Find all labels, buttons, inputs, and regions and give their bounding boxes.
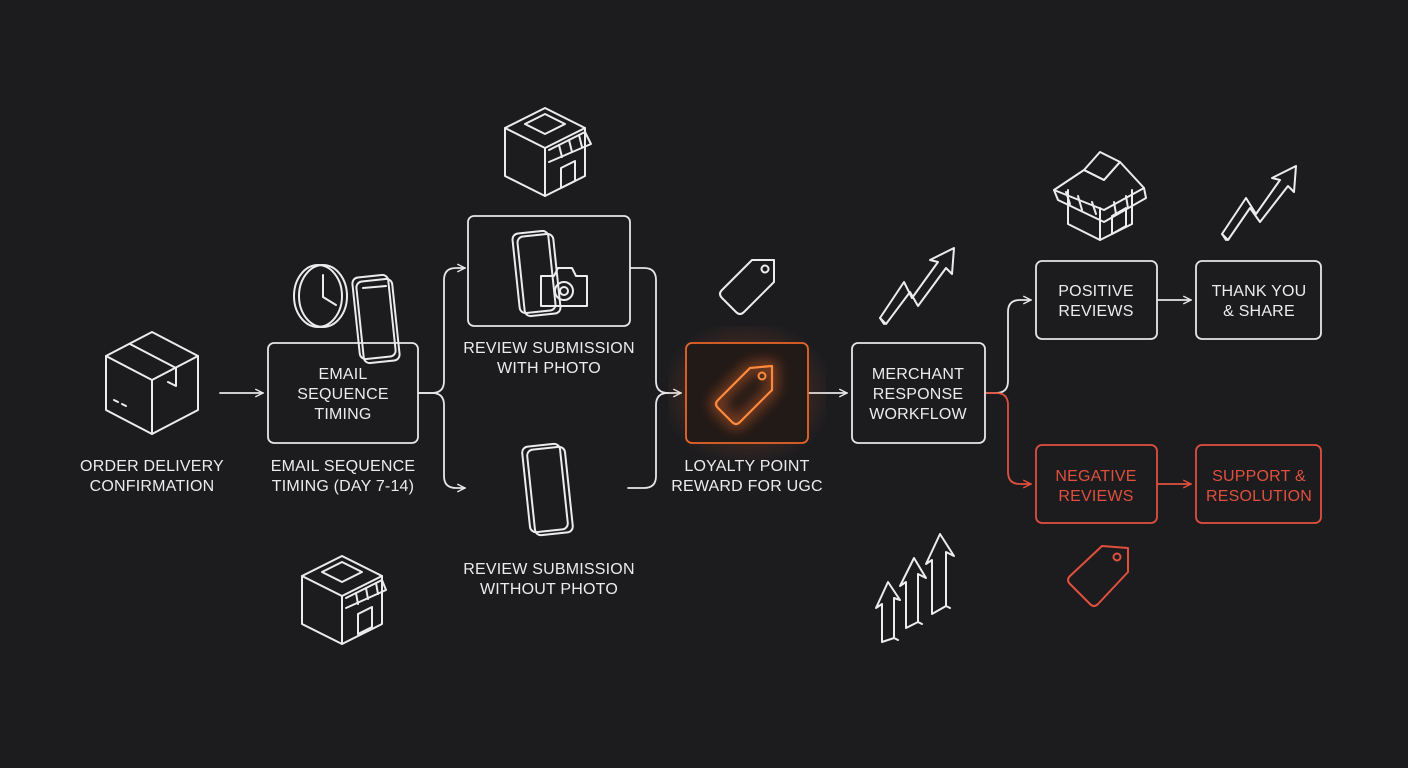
- node-positive-reviews: POSITIVE REVIEWS: [1035, 151, 1158, 340]
- email-sequence-box: [267, 342, 419, 444]
- email-box-line2: SEQUENCE: [297, 386, 388, 403]
- negative-line2: REVIEWS: [1058, 488, 1133, 505]
- email-caption-line2: TIMING (DAY 7-14): [272, 478, 414, 495]
- support-resolution-box: [1195, 444, 1322, 524]
- negative-reviews-box: [1035, 444, 1158, 524]
- smartphone-icon: [521, 442, 574, 537]
- order-delivery-label-line2: CONFIRMATION: [90, 478, 215, 495]
- storefront-icon: [301, 555, 387, 645]
- arrow-merchant-to-positive: [984, 295, 1032, 394]
- email-box-line3: TIMING: [314, 406, 371, 423]
- support-line1: SUPPORT &: [1212, 468, 1306, 485]
- smartphone-icon: [351, 273, 401, 365]
- node-negative-reviews: NEGATIVE REVIEWS: [1035, 444, 1158, 607]
- negative-line1: NEGATIVE: [1055, 468, 1136, 485]
- storefront-icon: [1053, 151, 1147, 241]
- thank-you-share-box: [1195, 260, 1322, 340]
- loyalty-label-line1: LOYALTY POINT: [684, 458, 809, 475]
- review-with-photo-line2: WITH PHOTO: [497, 360, 601, 377]
- positive-reviews-box: [1035, 260, 1158, 340]
- node-email-sequence: EMAIL SEQUENCE TIMING EMAIL SEQUENCE TIM…: [267, 264, 419, 645]
- positive-line2: REVIEWS: [1058, 303, 1133, 320]
- arrow-photo-review-to-loyalty: [629, 267, 682, 398]
- smartphone-camera-icon: [511, 229, 588, 318]
- review-without-photo-line2: WITHOUT PHOTO: [480, 581, 618, 598]
- clock-icon: [293, 264, 348, 328]
- thankyou-line1: THANK YOU: [1212, 283, 1307, 300]
- node-merchant-response: MERCHANT RESPONSE WORKFLOW: [851, 247, 986, 643]
- loyalty-label-line2: REWARD FOR UGC: [671, 478, 823, 495]
- price-tag-red-icon: [1067, 545, 1129, 607]
- line-nophoto-review-to-loyalty: [627, 392, 669, 489]
- support-line2: RESOLUTION: [1206, 488, 1312, 505]
- node-loyalty-reward: LOYALTY POINT REWARD FOR UGC: [668, 259, 826, 495]
- review-without-photo-line1: REVIEW SUBMISSION: [463, 561, 634, 578]
- node-thank-you-share: THANK YOU & SHARE: [1195, 165, 1322, 340]
- bar-growth-arrows-icon: [875, 533, 955, 643]
- order-delivery-label-line1: ORDER DELIVERY: [80, 458, 224, 475]
- merchant-response-box: [851, 342, 986, 444]
- thankyou-line2: & SHARE: [1223, 303, 1295, 320]
- email-box-line1: EMAIL: [318, 366, 367, 383]
- merchant-line2: RESPONSE: [873, 386, 964, 403]
- node-review-without-photo: REVIEW SUBMISSION WITHOUT PHOTO: [463, 442, 635, 598]
- node-support-resolution: SUPPORT & RESOLUTION: [1195, 444, 1322, 524]
- arrow-email-to-photo-review: [417, 263, 466, 394]
- positive-line1: POSITIVE: [1058, 283, 1133, 300]
- loyalty-reward-box: [685, 342, 809, 444]
- merchant-line3: WORKFLOW: [869, 406, 967, 423]
- trend-arrow-icon: [1221, 165, 1297, 241]
- review-with-photo-line1: REVIEW SUBMISSION: [463, 340, 634, 357]
- trend-arrow-icon: [879, 247, 955, 325]
- arrow-email-to-nophoto-review: [417, 392, 466, 493]
- storefront-icon: [504, 107, 592, 197]
- price-tag-glow-icon: [713, 362, 775, 427]
- price-tag-icon: [719, 259, 775, 315]
- node-order-delivery: ORDER DELIVERY CONFIRMATION: [80, 331, 224, 495]
- arrow-merchant-to-negative: [984, 392, 1032, 489]
- review-with-photo-box: [467, 215, 631, 327]
- email-caption-line1: EMAIL SEQUENCE: [271, 458, 415, 475]
- merchant-line1: MERCHANT: [872, 366, 964, 383]
- package-box-icon: [105, 331, 199, 435]
- node-review-with-photo: REVIEW SUBMISSION WITH PHOTO: [463, 107, 635, 377]
